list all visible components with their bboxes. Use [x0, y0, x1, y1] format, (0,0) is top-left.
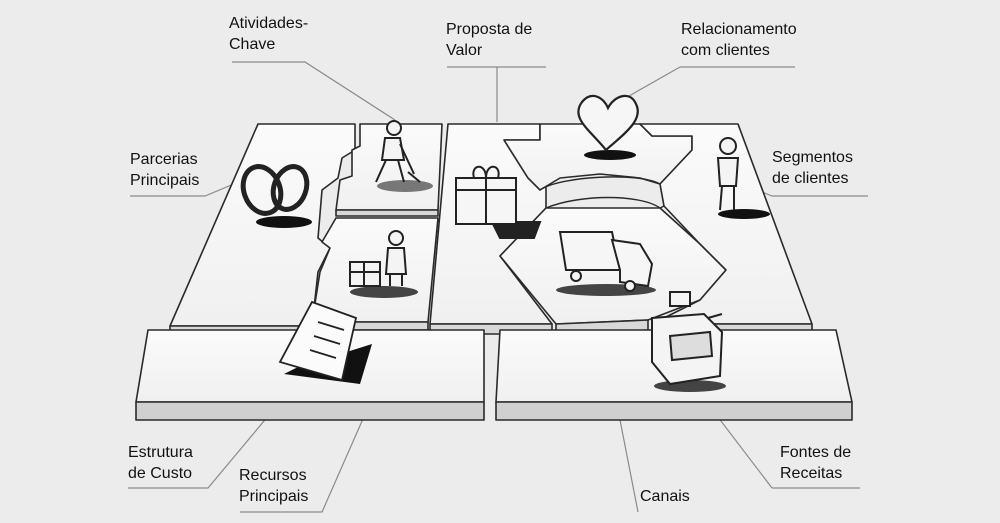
- digging-person-icon: [375, 120, 433, 192]
- person-with-boxes-icon: [349, 230, 418, 298]
- label-key-partners: Parcerias Principais: [130, 151, 200, 189]
- label-value-proposition: Proposta de Valor: [446, 21, 533, 59]
- leader-customer-relationships: [621, 66, 795, 101]
- gift-boxes-icon: [455, 165, 542, 239]
- label-key-resources: Recursos Principais: [239, 467, 309, 505]
- rings-icon: [240, 164, 312, 228]
- truck-icon: [556, 231, 656, 296]
- label-channels: Canais: [640, 488, 690, 505]
- cash-register-icon: [651, 291, 726, 392]
- label-key-activities: Atividades- Chave: [229, 15, 309, 53]
- label-customer-segments: Segmentos de clientes: [772, 149, 853, 187]
- label-cost-structure: Estrutura de Custo: [128, 444, 193, 482]
- heart-icon: [577, 94, 639, 160]
- leader-value-proposition: [447, 66, 546, 122]
- standing-person-icon: [716, 137, 770, 219]
- board: [135, 123, 853, 421]
- leader-key-activities: [232, 61, 396, 121]
- invoice-document-icon: [278, 300, 372, 384]
- label-revenue-streams: Fontes de Receitas: [780, 444, 852, 482]
- label-customer-relationships: Relacionamento com clientes: [681, 21, 797, 59]
